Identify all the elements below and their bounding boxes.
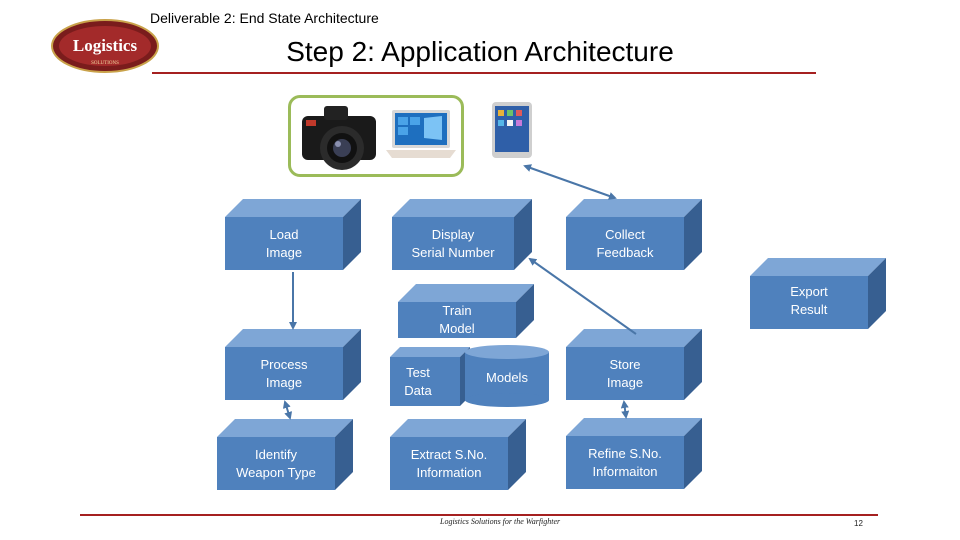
arrow-process-identify: [282, 400, 293, 420]
arrow-to-display-serial: [528, 257, 637, 335]
models-label: Models: [486, 370, 528, 385]
logistics-logo: Logistics SOLUTIONS: [50, 18, 160, 74]
page-number: 12: [854, 519, 863, 528]
arrow-devices-feedback: [523, 164, 617, 200]
display-serial-label: Display Serial Number: [411, 226, 495, 260]
process-image-box: [225, 329, 361, 400]
svg-text:SOLUTIONS: SOLUTIONS: [91, 61, 119, 66]
identify-weapon-box: [217, 419, 353, 490]
models-cylinder: [465, 345, 549, 407]
refine-sno-box: [566, 418, 702, 489]
page-title: Step 2: Application Architecture: [286, 36, 674, 67]
export-result-label: Export Result: [790, 284, 828, 317]
identify-weapon-label: Identify Weapon Type: [236, 446, 316, 480]
extract-sno-box: [390, 419, 526, 490]
store-image-box: [566, 329, 702, 400]
arrow-store-refine: [620, 400, 630, 419]
train-model-label: Train Model: [439, 303, 475, 336]
svg-text:Logistics: Logistics: [73, 36, 138, 55]
test-data-box: [390, 347, 470, 406]
load-image-label: Load Image: [265, 226, 303, 260]
footer-rule: [80, 514, 878, 516]
deliverable-label: Deliverable 2: End State Architecture: [150, 10, 379, 26]
tablet-icon: [490, 100, 534, 160]
train-model-box: [398, 284, 534, 338]
export-result-box: [750, 258, 886, 329]
load-image-box: [225, 199, 361, 270]
device-group-frame: [288, 95, 464, 177]
test-data-label: Test Data: [404, 364, 432, 398]
process-image-label: Process Image: [260, 356, 308, 390]
camera-icon: [298, 100, 380, 172]
display-serial-box: [392, 199, 532, 270]
collect-feedback-box: [566, 199, 702, 270]
laptop-icon: [386, 108, 456, 164]
footer-tagline: Logistics Solutions for the Warfighter: [440, 517, 561, 526]
collect-feedback-label: Collect Feedback: [596, 226, 654, 260]
refine-sno-label: Refine S.No. Informaiton: [588, 445, 662, 479]
extract-sno-label: Extract S.No. Information: [410, 446, 488, 480]
title-rule: [152, 72, 816, 74]
store-image-label: Store Image: [606, 356, 644, 390]
